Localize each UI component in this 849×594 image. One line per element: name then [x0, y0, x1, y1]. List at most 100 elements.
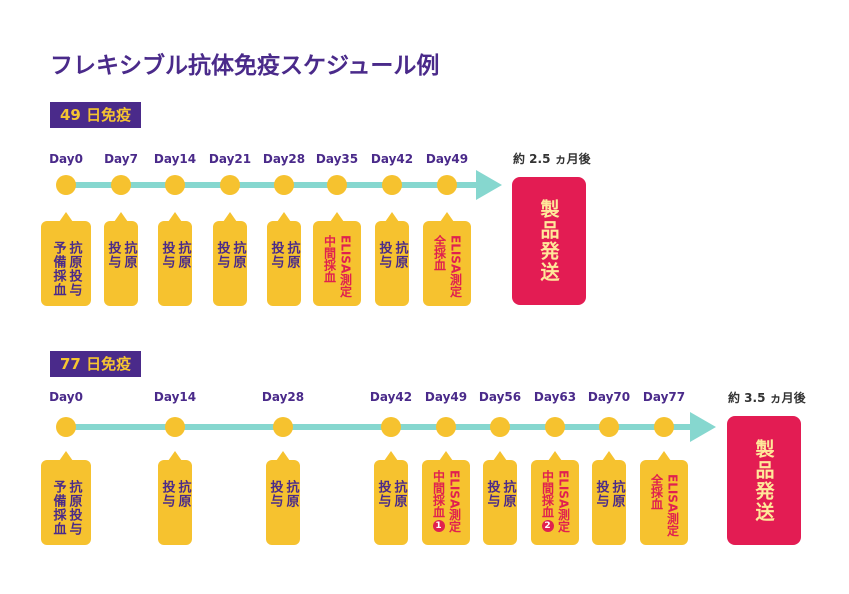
timeline-dot	[436, 417, 456, 437]
event-card: 抗原投与 予備採血	[41, 221, 91, 306]
day-label: Day42	[369, 390, 413, 404]
day-label: Day0	[49, 390, 83, 404]
event-card: 抗原 投与	[483, 460, 517, 545]
timeline-line	[66, 424, 692, 430]
event-card: 抗原 投与	[104, 221, 138, 306]
ship-box: 製品発送	[727, 416, 801, 545]
day-label: Day21	[208, 152, 252, 166]
number-badge-icon: 1	[432, 520, 445, 532]
card-text: 全採血	[649, 474, 664, 510]
timeline-dot	[273, 417, 293, 437]
day-label: Day77	[642, 390, 686, 404]
ship-box: 製品発送	[512, 177, 586, 305]
timeline-dot	[111, 175, 131, 195]
card-text: 抗原	[121, 241, 137, 269]
card-text: 中間採血1	[431, 470, 446, 532]
day-label: Day49	[424, 390, 468, 404]
day-label: Day70	[587, 390, 631, 404]
day-label: Day0	[49, 152, 83, 166]
card-text: 投与	[267, 480, 283, 508]
timeline-dot	[382, 175, 402, 195]
timeline-dot	[381, 417, 401, 437]
ship-timing-label: 約 3.5 ヵ月後	[728, 391, 806, 405]
card-text: 抗原	[609, 480, 625, 508]
card-text: 抗原	[391, 480, 407, 508]
timeline-dot	[545, 417, 565, 437]
timeline-dot	[165, 417, 185, 437]
card-text: 投与	[268, 241, 284, 269]
card-text: 抗原	[284, 241, 300, 269]
card-text: 全採血	[432, 235, 447, 271]
card-text: 投与	[375, 480, 391, 508]
day-label: Day56	[478, 390, 522, 404]
event-card: ELISA測定 全採血	[640, 460, 688, 545]
timeline-dot	[437, 175, 457, 195]
event-card: 抗原 投与	[266, 460, 300, 545]
card-text: 予備採血	[50, 241, 66, 297]
day-label: Day63	[533, 390, 577, 404]
card-text: 抗原投与	[66, 480, 82, 536]
card-text: 中間採血2	[540, 470, 555, 532]
event-card: 抗原 投与	[592, 460, 626, 545]
timeline-dot	[56, 417, 76, 437]
day-label: Day14	[153, 152, 197, 166]
event-card: 抗原 投与	[375, 221, 409, 306]
card-text: 投与	[593, 480, 609, 508]
card-text: 投与	[214, 241, 230, 269]
timeline-dot	[220, 175, 240, 195]
event-card: 抗原投与 予備採血	[41, 460, 91, 545]
section-badge-77: 77 日免疫	[50, 351, 142, 377]
timeline-dot	[327, 175, 347, 195]
day-label: Day49	[425, 152, 469, 166]
timeline-dot	[490, 417, 510, 437]
event-card: ELISA測定 中間採血	[313, 221, 361, 306]
day-label: Day28	[261, 390, 305, 404]
card-text: ELISA測定	[665, 474, 680, 537]
card-text: 抗原投与	[66, 241, 82, 297]
ship-timing-label: 約 2.5 ヵ月後	[513, 152, 591, 166]
day-label: Day35	[315, 152, 359, 166]
timeline-dot	[56, 175, 76, 195]
day-label: Day42	[370, 152, 414, 166]
card-text: ELISA測定	[556, 470, 571, 533]
card-text: ELISA測定	[448, 235, 463, 298]
card-text: 抗原	[175, 241, 191, 269]
day-label: Day28	[262, 152, 306, 166]
arrow-head-icon	[690, 412, 716, 442]
card-text: 投与	[105, 241, 121, 269]
number-badge-icon: 2	[541, 520, 554, 532]
page-title: フレキシブル抗体免疫スケジュール例	[50, 53, 440, 79]
card-text: 抗原	[230, 241, 246, 269]
card-text: 投与	[484, 480, 500, 508]
event-card: ELISA測定 中間採血2	[531, 460, 579, 545]
timeline-dot	[654, 417, 674, 437]
arrow-head-icon	[476, 170, 502, 200]
timeline-dot	[274, 175, 294, 195]
timeline-line	[66, 182, 478, 188]
card-text: 抗原	[500, 480, 516, 508]
event-card: ELISA測定 全採血	[423, 221, 471, 306]
day-label: Day14	[153, 390, 197, 404]
event-card: ELISA測定 中間採血1	[422, 460, 470, 545]
event-card: 抗原 投与	[158, 460, 192, 545]
card-text: ELISA測定	[447, 470, 462, 533]
card-text: 投与	[376, 241, 392, 269]
timeline-dot	[599, 417, 619, 437]
section-badge-49: 49 日免疫	[50, 102, 142, 128]
ship-text: 製品発送	[537, 199, 560, 283]
event-card: 抗原 投与	[267, 221, 301, 306]
event-card: 抗原 投与	[158, 221, 192, 306]
timeline-dot	[165, 175, 185, 195]
event-card: 抗原 投与	[213, 221, 247, 306]
card-text: 抗原	[283, 480, 299, 508]
ship-text: 製品発送	[752, 438, 775, 523]
day-label: Day7	[104, 152, 138, 166]
card-text: 中間採血	[322, 235, 337, 283]
card-text: 投与	[159, 480, 175, 508]
card-text: 抗原	[175, 480, 191, 508]
card-text: 予備採血	[50, 480, 66, 536]
card-text: 投与	[159, 241, 175, 269]
card-text: 抗原	[392, 241, 408, 269]
card-text: ELISA測定	[338, 235, 353, 298]
event-card: 抗原 投与	[374, 460, 408, 545]
